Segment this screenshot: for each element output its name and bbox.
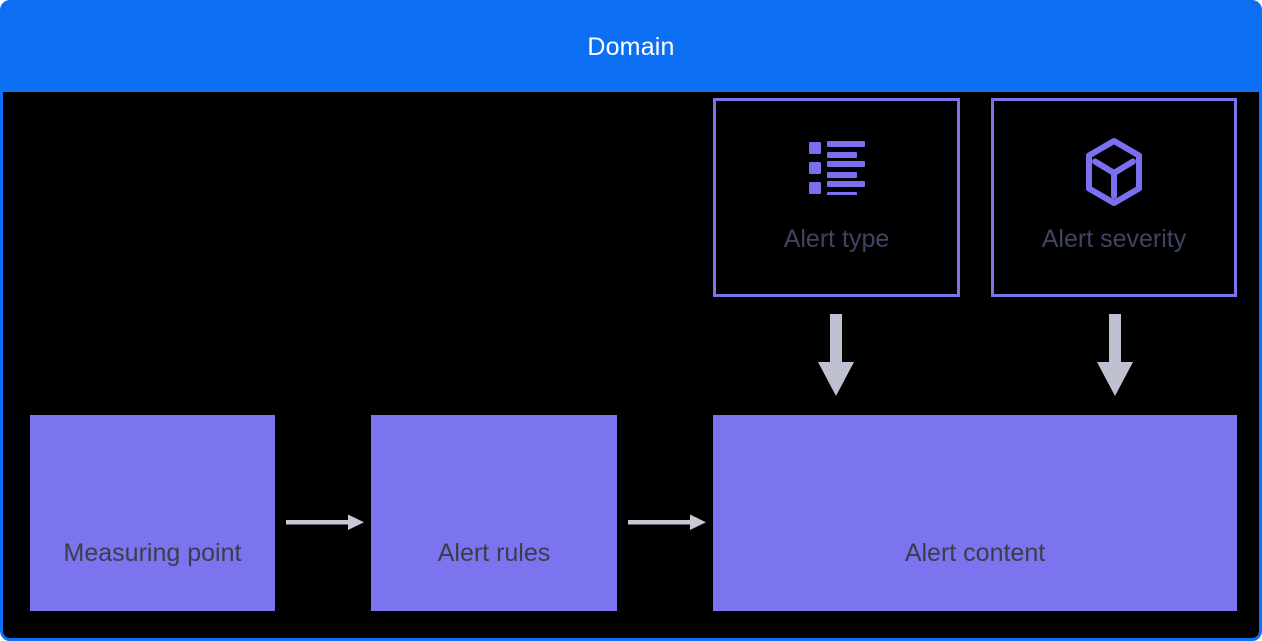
node-alert-severity-label: Alert severity (1041, 225, 1187, 253)
domain-header: Domain (3, 3, 1259, 92)
node-alert-rules: Alert rules (371, 415, 617, 611)
node-alert-rules-label: Alert rules (437, 539, 551, 567)
node-alert-type-label: Alert type (783, 225, 890, 253)
list-icon (808, 141, 865, 200)
node-alert-type: Alert type (713, 98, 960, 297)
node-measuring-point-label: Measuring point (63, 539, 242, 567)
arrow-down-icon (818, 314, 854, 401)
node-alert-content: Alert content (713, 415, 1237, 611)
arrow-down-icon (1097, 314, 1133, 401)
node-measuring-point: Measuring point (30, 415, 275, 611)
domain-title: Domain (587, 33, 675, 61)
arrow-right-icon (286, 513, 364, 536)
cube-icon (1083, 137, 1145, 212)
node-alert-content-label: Alert content (904, 539, 1046, 567)
node-alert-severity: Alert severity (991, 98, 1237, 297)
arrow-right-icon (628, 513, 706, 536)
